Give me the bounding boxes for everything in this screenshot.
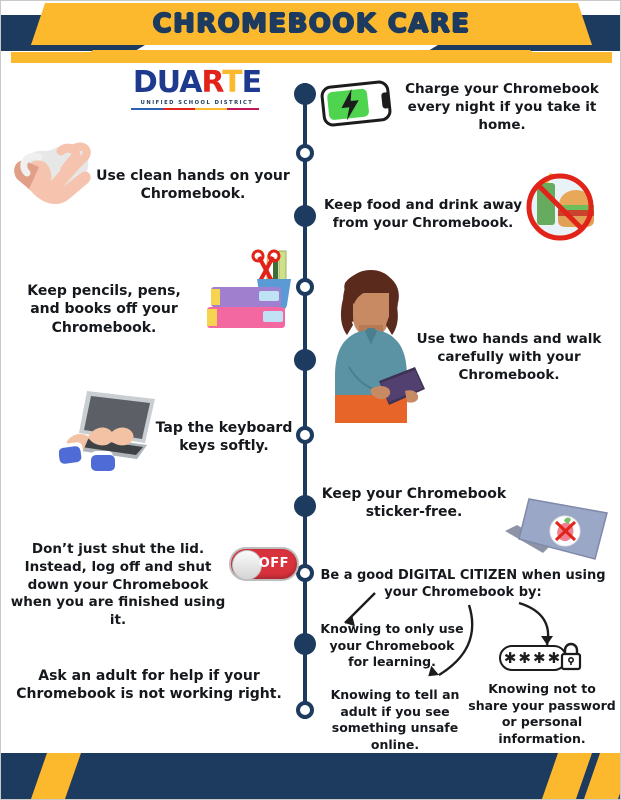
timeline-dot-1 bbox=[294, 83, 316, 105]
digital-citizen-item-no-sharing: Knowing not to share your password or pe… bbox=[468, 681, 616, 746]
digital-citizen-item-only-learning: Knowing to only use your Chromebook for … bbox=[320, 621, 464, 669]
timeline-dot-7 bbox=[294, 495, 316, 517]
header-lower-left-band bbox=[11, 52, 121, 63]
district-logo: DUARTE UNIFIED SCHOOL DISTRICT bbox=[131, 67, 263, 110]
timeline-dot-4 bbox=[296, 278, 314, 296]
tip-no-food-drink: Keep food and drink away from your Chrom… bbox=[323, 197, 523, 231]
books-and-pencils-icon bbox=[201, 245, 301, 335]
timeline-dot-8 bbox=[296, 564, 314, 582]
digital-citizen-arrows bbox=[344, 592, 553, 677]
footer-accent-left bbox=[31, 753, 81, 799]
logo-letter-u: U bbox=[156, 65, 180, 100]
footer-accent-right bbox=[542, 753, 592, 799]
poster-footer bbox=[1, 753, 620, 799]
washing-hands-icon bbox=[9, 127, 113, 215]
digital-citizen-heading: Be a good DIGITAL CITIZEN when using you… bbox=[320, 568, 606, 601]
page-title: CHROMEBOOK CARE bbox=[152, 9, 471, 39]
tip-no-supplies: Keep pencils, pens, and books off your C… bbox=[27, 283, 181, 336]
toggle-knob[interactable] bbox=[232, 550, 262, 580]
tip-clean-hands: Use clean hands on your Chromebook. bbox=[96, 168, 290, 203]
logo-color-bars bbox=[131, 108, 259, 110]
toggle-label: OFF bbox=[258, 556, 289, 571]
logo-letter-d: D bbox=[132, 65, 158, 100]
password-field-graphic: ✱✱✱✱ bbox=[499, 645, 567, 671]
logo-letter-r: R bbox=[201, 65, 223, 100]
header-lower-band bbox=[79, 50, 544, 63]
logo-wordmark: DUARTE bbox=[131, 67, 263, 98]
header-lower-right-band bbox=[502, 52, 612, 63]
poster-header: CHROMEBOOK CARE bbox=[1, 1, 620, 63]
logo-letter-e: E bbox=[241, 65, 262, 100]
logo-subtitle: UNIFIED SCHOOL DISTRICT bbox=[140, 100, 254, 106]
timeline-dot-2 bbox=[296, 144, 314, 162]
logo-letter-t: T bbox=[222, 65, 242, 100]
tip-sticker-free: Keep your Chromebook sticker-free. bbox=[321, 486, 507, 521]
timeline-dot-5 bbox=[294, 349, 316, 371]
digital-citizen-item-tell-adult: Knowing to tell an adult if you see some… bbox=[330, 687, 460, 752]
timeline-dot-3 bbox=[294, 205, 316, 227]
timeline-dot-6 bbox=[296, 426, 314, 444]
battery-charging-icon bbox=[319, 75, 403, 131]
logo-letter-a: A bbox=[179, 65, 202, 100]
laptop-typing-icon bbox=[58, 385, 167, 471]
off-toggle-switch[interactable]: OFF bbox=[229, 547, 299, 581]
tip-charge-nightly: Charge your Chromebook every night if yo… bbox=[405, 81, 599, 133]
lock-icon bbox=[560, 642, 582, 671]
timeline-dot-9 bbox=[294, 633, 316, 655]
student-carrying-laptop-icon bbox=[319, 263, 425, 423]
tip-ask-adult: Ask an adult for help if your Chromebook… bbox=[16, 668, 282, 703]
timeline-dot-10 bbox=[296, 701, 314, 719]
timeline-spine bbox=[303, 83, 307, 719]
no-sticker-laptop-icon bbox=[499, 487, 611, 567]
tip-two-hands: Use two hands and walk carefully with yo… bbox=[416, 331, 602, 383]
tip-shut-down: Don’t just shut the lid. Instead, log of… bbox=[10, 541, 226, 629]
password-lock-icon: ✱✱✱✱ bbox=[499, 642, 585, 681]
header-yellow-band bbox=[31, 3, 592, 45]
power-toggle-icon[interactable]: OFF bbox=[229, 547, 301, 583]
tip-tap-softly: Tap the keyboard keys softly. bbox=[155, 420, 293, 455]
no-food-drink-icon bbox=[517, 171, 603, 243]
